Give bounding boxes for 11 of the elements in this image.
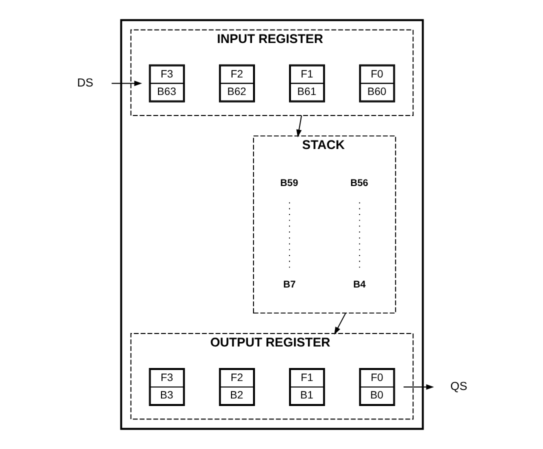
arrow: [334, 312, 346, 335]
label: B7: [282, 279, 296, 290]
arrow: [110, 80, 142, 86]
label: B4: [352, 279, 366, 290]
label: B59: [280, 178, 298, 190]
arrow: [402, 384, 434, 390]
arrow: [296, 115, 302, 138]
node-text: DS: [76, 76, 93, 90]
label: B56: [350, 178, 368, 190]
cluster: [120, 19, 424, 430]
node-text: QS: [450, 380, 467, 394]
